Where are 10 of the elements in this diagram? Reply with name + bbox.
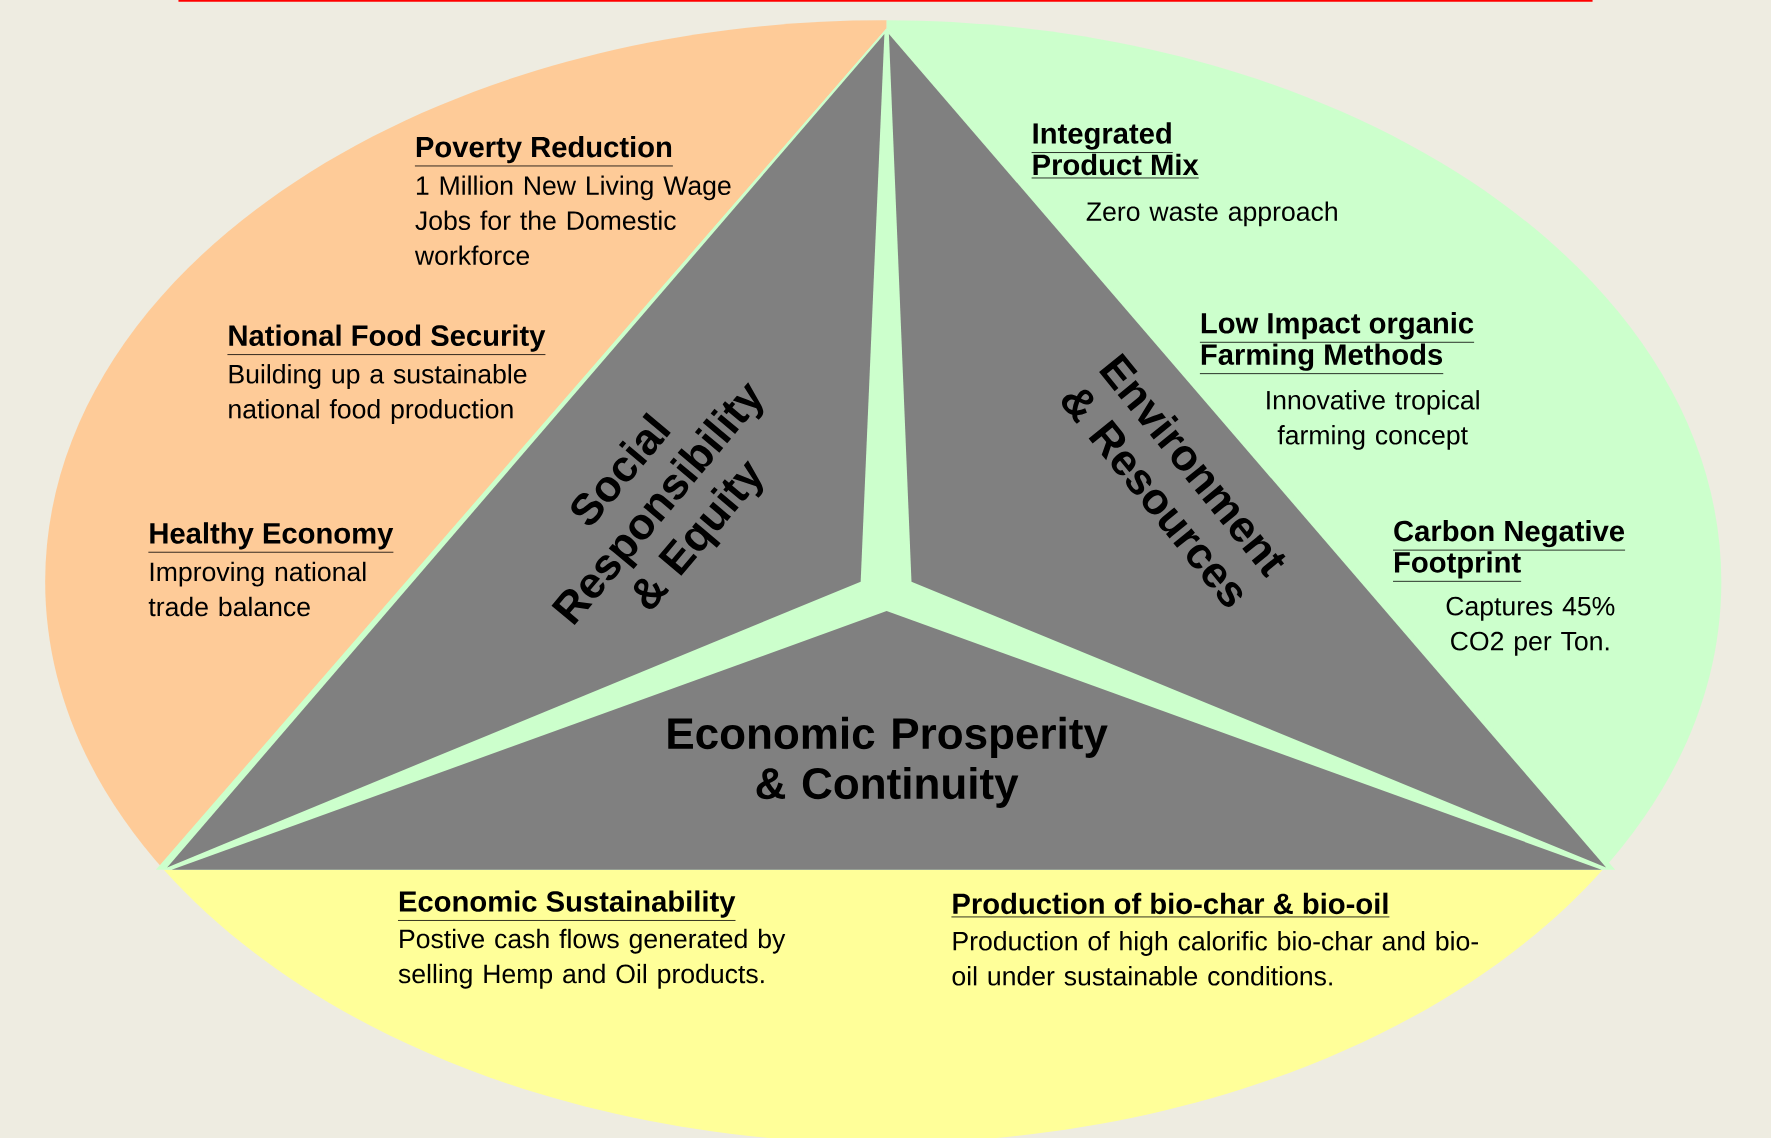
heading: Production of bio-char & bio-oil (951, 892, 1390, 918)
description: Zero waste approach (1086, 201, 1337, 226)
heading: Poverty Reduction (414, 135, 674, 167)
description: Building up a sustainable national food production (229, 363, 527, 424)
description: 1 Million New Living Wage Jobs for the Domestic workforce (414, 175, 731, 265)
description: Postive cash flows generated by selling Hemp and Oil products. (398, 928, 786, 989)
description: Production of high calorific bio-char and bio-oil under sustainable conditions. (952, 930, 1478, 986)
heading: Integrated Product Mix (1031, 122, 1200, 179)
heading: National Food Security (227, 324, 546, 355)
heading: Economic Sustainability (397, 890, 736, 921)
